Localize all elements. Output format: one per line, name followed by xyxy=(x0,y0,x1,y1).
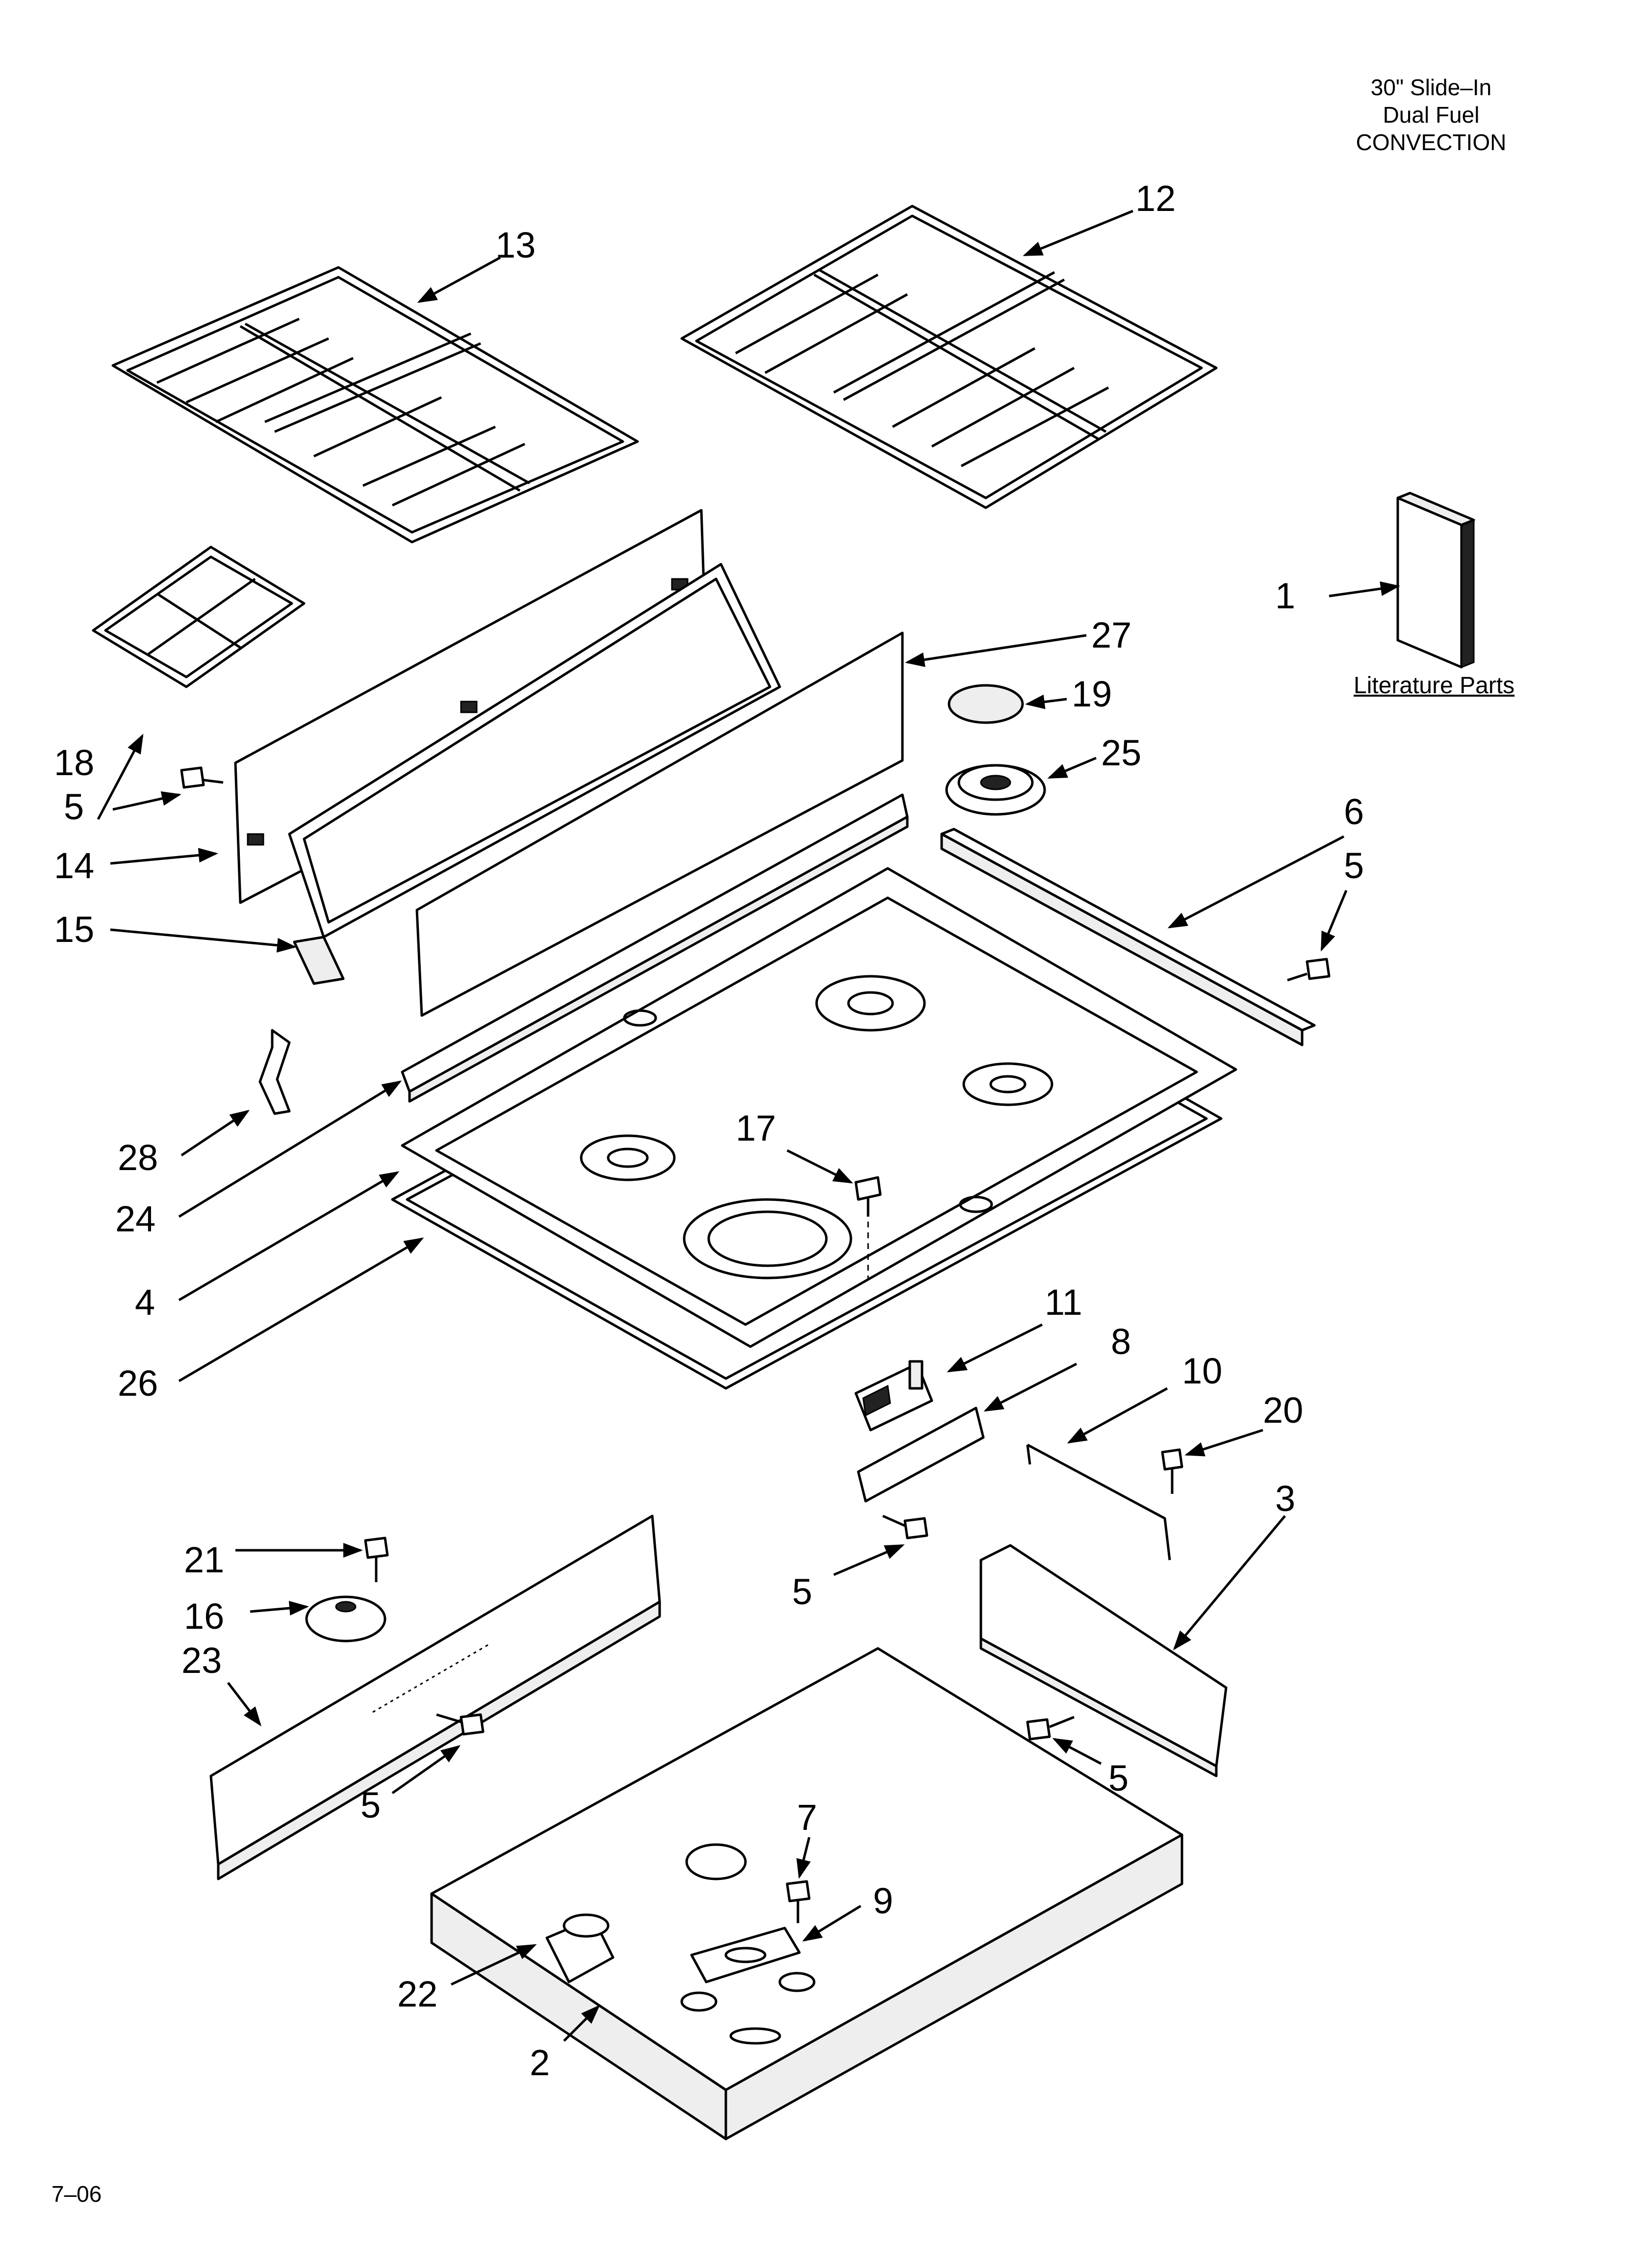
callout-23: 23 xyxy=(181,1640,222,1681)
part-21-screw xyxy=(364,1537,389,1582)
callout-19: 19 xyxy=(1072,674,1112,714)
diagram-header: 30" Slide–In Dual Fuel CONVECTION xyxy=(1304,74,1559,156)
part-28-bracket xyxy=(258,1029,291,1115)
part-15-backguard-trim xyxy=(288,563,781,985)
part-5-screw-c xyxy=(882,1514,928,1539)
callout-5-right-rail: 5 xyxy=(1344,845,1364,886)
part-5-screw-a xyxy=(180,766,224,789)
footer-code: 7–06 xyxy=(51,2181,102,2207)
callout-4: 4 xyxy=(135,1282,155,1323)
part-10-wire-bracket xyxy=(1026,1443,1171,1561)
header-line-type: CONVECTION xyxy=(1356,130,1507,155)
callout-17: 17 xyxy=(736,1108,776,1148)
callout-20: 20 xyxy=(1263,1390,1303,1431)
header-line-model: 30" Slide–In xyxy=(1370,75,1492,100)
leader-lines xyxy=(97,209,1400,2042)
literature-parts-label: Literature Parts xyxy=(1354,673,1515,699)
part-19-burner-cap xyxy=(948,684,1024,724)
callout-7: 7 xyxy=(797,1797,817,1838)
callout-22: 22 xyxy=(397,1974,437,2014)
callout-5-left-bracket: 5 xyxy=(360,1785,381,1825)
part-5-screw-e xyxy=(1026,1716,1075,1741)
callout-18: 18 xyxy=(54,742,94,783)
part-13-left-grate xyxy=(111,266,639,544)
part-7-screw xyxy=(786,1880,811,1923)
callout-5-right-bracket: 5 xyxy=(1108,1758,1129,1799)
callout-5-back-panel: 5 xyxy=(64,786,84,827)
callout-3: 3 xyxy=(1275,1478,1295,1519)
part-11-spark-module xyxy=(854,1360,933,1432)
part-12-right-grate xyxy=(680,205,1218,509)
callout-2: 2 xyxy=(530,2042,550,2083)
part-8-bracket xyxy=(857,1407,985,1503)
callout-24: 24 xyxy=(115,1199,155,1239)
part-16-valve xyxy=(305,1595,386,1642)
part-5-screw-b xyxy=(1287,958,1331,982)
callout-27: 27 xyxy=(1091,615,1131,655)
callout-21: 21 xyxy=(184,1539,224,1580)
callout-28: 28 xyxy=(118,1137,158,1178)
callout-26: 26 xyxy=(118,1363,158,1404)
part-3-right-bracket xyxy=(979,1544,1228,1777)
callout-25: 25 xyxy=(1101,732,1141,773)
part-6-side-rail xyxy=(940,828,1316,1046)
part-20-screw xyxy=(1161,1448,1183,1494)
part-25-burner-base xyxy=(945,764,1046,816)
part-4-cooktop xyxy=(401,867,1237,1348)
part-17-screw xyxy=(854,1176,882,1280)
part-24-front-trim xyxy=(401,793,909,1103)
callout-1: 1 xyxy=(1275,575,1295,616)
part-1-literature xyxy=(1396,492,1475,669)
part-23-left-bracket xyxy=(209,1514,661,1880)
callout-12: 12 xyxy=(1135,178,1176,219)
callout-10: 10 xyxy=(1182,1351,1222,1391)
callout-11: 11 xyxy=(1045,1282,1082,1323)
callout-9: 9 xyxy=(873,1880,893,1921)
callout-16: 16 xyxy=(184,1596,224,1637)
callout-14: 14 xyxy=(54,845,94,886)
callout-5-bracket: 5 xyxy=(792,1571,812,1612)
header-line-fuel: Dual Fuel xyxy=(1383,102,1480,128)
part-9-bracket xyxy=(690,1927,801,1983)
callout-13: 13 xyxy=(495,225,536,265)
part-5-screw-d xyxy=(436,1713,485,1736)
part-22-regulator xyxy=(545,1913,615,1983)
callout-8: 8 xyxy=(1111,1321,1131,1362)
part-18-small-grate xyxy=(92,546,306,688)
callout-15: 15 xyxy=(54,909,94,950)
callout-6: 6 xyxy=(1344,791,1364,832)
part-27-glass xyxy=(415,631,904,1017)
